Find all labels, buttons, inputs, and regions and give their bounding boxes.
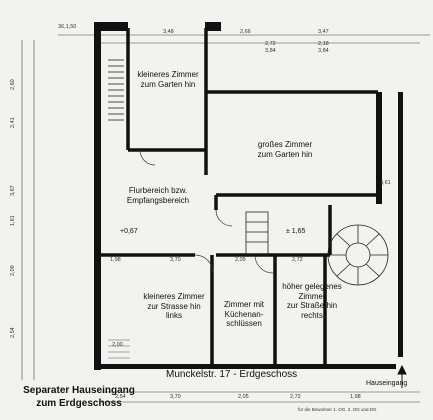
dim-top-7: 3,84 (318, 48, 329, 54)
dim-inner-5: 2,00 (112, 342, 123, 348)
dim-left-3: 3,67 (10, 185, 16, 196)
dim-bottom-3: 2,05 (238, 394, 249, 400)
dim-inner-1: 1,98 (110, 257, 121, 263)
corner-label: 36,1,50 (58, 24, 77, 30)
dim-bottom-1: 2,54 (115, 394, 126, 400)
level-hall: +0,67 (120, 228, 138, 235)
dim-top-1: 3,48 (163, 29, 174, 35)
dim-bottom-2: 3,70 (170, 394, 181, 400)
dim-top-6: 2,18 (318, 41, 329, 47)
room-label-hallway: Flurbereich bzw. Empfangsbereich (126, 186, 190, 205)
room-label-small-street: kleineres Zimmer zur Strasse hin links (143, 292, 205, 321)
dim-left-5: 2,09 (10, 265, 16, 276)
dim-inner-4: 2,72 (292, 257, 303, 263)
dim-inner-2: 3,70 (170, 257, 181, 263)
dim-left-2: 2,41 (10, 117, 16, 128)
level-raised: ± 1,65 (286, 228, 306, 235)
entrance-label: Hauseingang (366, 380, 408, 387)
address-caption: Munckelstr. 17 - Erdgeschoss (166, 369, 298, 380)
dim-top-2: 2,66 (240, 29, 251, 35)
dim-left-4: 1,61 (10, 215, 16, 226)
separate-entrance-caption: Separater Hauseingang zum Erdgeschoss (23, 385, 135, 409)
dim-bottom-4: 2,72 (290, 394, 301, 400)
dim-left-6: 2,54 (10, 327, 16, 338)
room-label-large-garden: großes Zimmer zum Garten hin (257, 140, 313, 159)
room-label-raised-street: höher gelegenes Zimmer zur Straße hin re… (282, 282, 342, 320)
dim-top-5: 3,84 (265, 48, 276, 54)
dim-left-1: 2,60 (10, 79, 16, 90)
dim-bottom-5: 1,98 (350, 394, 361, 400)
room-label-small-garden: kleineres Zimmer zum Garten hin (137, 70, 199, 89)
entrance-note: für die Bewohner 1. OG, 2. OG und DG (298, 407, 377, 412)
dim-inner-6: 3,61 (380, 180, 391, 186)
dim-top-4: 2,72 (265, 41, 276, 47)
dim-top-3: 3,47 (318, 29, 329, 35)
room-label-kitchen: Zimmer mit Küchenan- schlüssen (224, 300, 264, 329)
dim-inner-3: 2,05 (235, 257, 246, 263)
